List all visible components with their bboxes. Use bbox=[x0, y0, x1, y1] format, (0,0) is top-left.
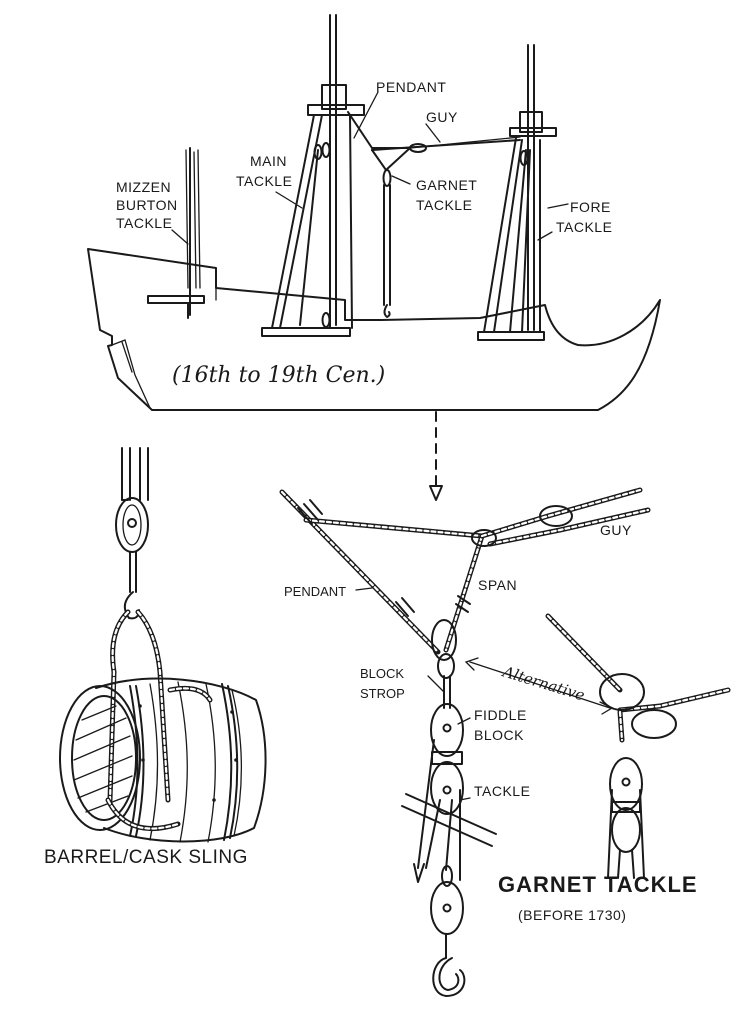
fore-tackle-label-2: TACKLE bbox=[556, 219, 612, 235]
main-tackle-label-2: TACKLE bbox=[236, 173, 292, 189]
garnet-tackle-subtitle: (BEFORE 1730) bbox=[518, 907, 626, 923]
block-strop-label-2: STROP bbox=[360, 686, 405, 701]
guy-label: GUY bbox=[426, 109, 458, 125]
fore-tackle-label-1: FORE bbox=[570, 199, 611, 215]
mizzen-label-1: MIZZEN bbox=[116, 179, 171, 195]
barrel-sling-caption: BARREL/CASK SLING bbox=[44, 847, 248, 868]
span-label: SPAN bbox=[478, 577, 517, 593]
detail-pendant-label: PENDANT bbox=[284, 584, 346, 599]
tackle-label: TACKLE bbox=[474, 783, 530, 799]
fore-mast bbox=[477, 44, 557, 341]
garnet-detail-diagram: GUY PENDANT SPAN BLOCK STROP FIDDLE BLOC… bbox=[279, 487, 731, 997]
garnet-tackle-title: GARNET TACKLE bbox=[498, 872, 698, 897]
detail-guy-label: GUY bbox=[600, 522, 632, 538]
fiddle-block-label-1: FIDDLE bbox=[474, 707, 527, 723]
barrel-sling-diagram: BARREL/CASK SLING bbox=[44, 447, 267, 868]
alternative-arrow bbox=[464, 657, 614, 715]
main-tackle-label-1: MAIN bbox=[250, 153, 287, 169]
garnet-tackle-label-1: GARNET bbox=[416, 177, 477, 193]
pendant-label: PENDANT bbox=[376, 79, 446, 95]
block-strop-label-1: BLOCK bbox=[360, 666, 404, 681]
mizzen-mast bbox=[147, 147, 205, 319]
garnet-tackle-small bbox=[371, 147, 411, 318]
ship-hull bbox=[87, 248, 661, 411]
era-label: (16th to 19th Cen.) bbox=[172, 363, 385, 388]
detail-pointer-arrow bbox=[429, 411, 443, 501]
fiddle-block-label-2: BLOCK bbox=[474, 727, 524, 743]
mizzen-label-3: TACKLE bbox=[116, 215, 172, 231]
main-mast bbox=[261, 14, 411, 337]
alternative-knot bbox=[545, 613, 731, 879]
mizzen-label-2: BURTON bbox=[116, 197, 178, 213]
ship-diagram: PENDANT GUY MAIN TACKLE GARNET TACKLE MI… bbox=[87, 14, 661, 411]
garnet-tackle-label-2: TACKLE bbox=[416, 197, 472, 213]
alternative-label: Alternative bbox=[499, 662, 587, 705]
